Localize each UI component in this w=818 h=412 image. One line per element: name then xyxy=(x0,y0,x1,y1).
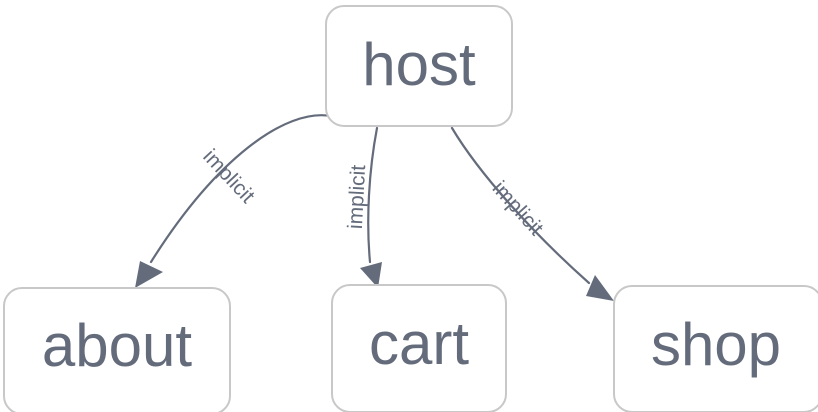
edge-host-shop-arrowhead xyxy=(586,275,614,301)
edge-host-about-arrowhead xyxy=(135,261,163,288)
node-shop-label: shop xyxy=(651,311,781,378)
edge-host-shop-label: implicit xyxy=(488,177,548,240)
edge-host-about-label: implicit xyxy=(198,145,259,208)
edge-host-about[interactable]: implicit xyxy=(135,114,333,288)
node-cart[interactable]: cart xyxy=(331,284,507,412)
node-cart-label: cart xyxy=(369,310,469,377)
edge-host-cart-label: implicit xyxy=(344,164,370,229)
node-about-label: about xyxy=(42,312,192,379)
edge-host-cart-arrowhead xyxy=(360,262,382,288)
edge-host-cart-path xyxy=(367,126,379,264)
node-about[interactable]: about xyxy=(3,287,231,412)
edge-host-shop-path xyxy=(450,126,591,285)
node-host[interactable]: host xyxy=(325,5,513,127)
edge-host-cart[interactable]: implicit xyxy=(344,126,382,288)
node-host-box xyxy=(325,5,513,127)
node-cart-box xyxy=(331,284,507,412)
node-about-box xyxy=(3,287,231,412)
node-shop-box xyxy=(613,285,818,412)
node-shop[interactable]: shop xyxy=(613,285,818,412)
edge-host-shop[interactable]: implicit xyxy=(450,126,614,301)
node-host-label: host xyxy=(362,31,476,98)
edge-host-about-path xyxy=(149,114,333,264)
